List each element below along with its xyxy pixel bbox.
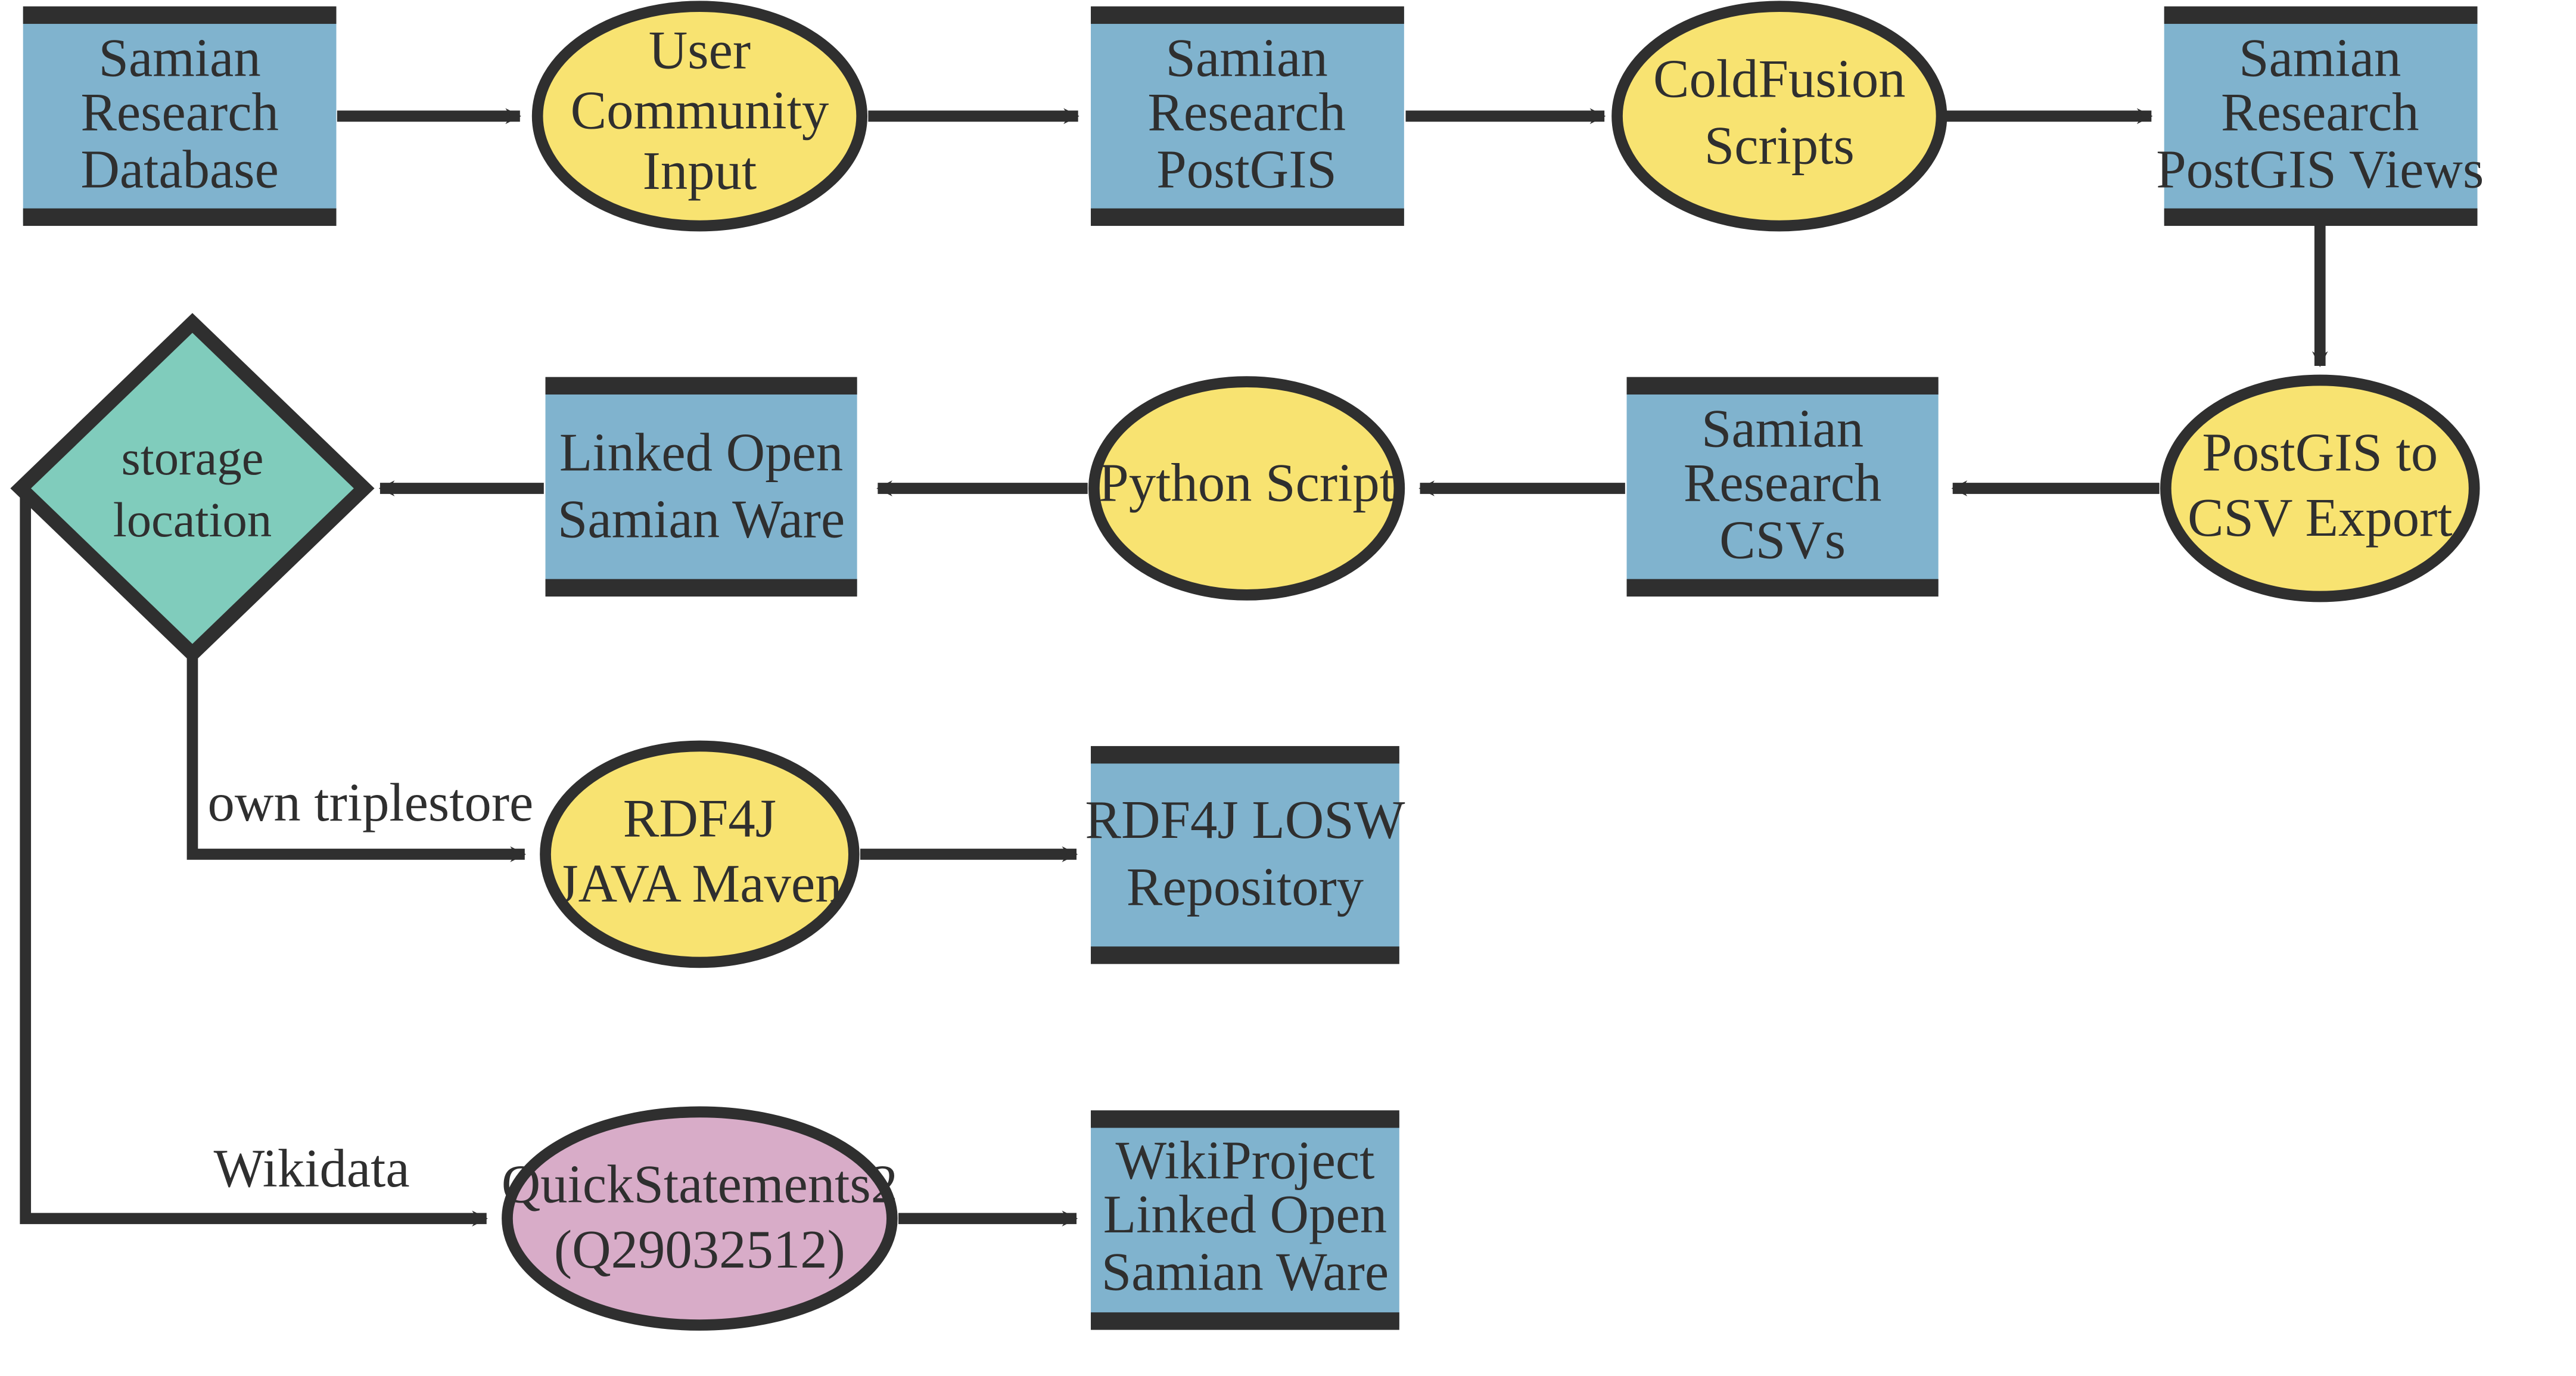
node-coldfusion-scripts[interactable]: ColdFusion Scripts xyxy=(1611,1,1947,232)
node-body xyxy=(540,740,860,968)
node-body xyxy=(1091,749,1399,961)
node-label-line-1: Samian xyxy=(1701,399,1863,459)
node-body xyxy=(1626,380,1939,594)
node-top-rule xyxy=(1091,6,1404,24)
node-label-line-1: Python Script xyxy=(1099,452,1395,512)
node-python-script[interactable]: Python Script xyxy=(1088,376,1405,601)
node-quickstatements2[interactable]: QuickStatements2 (Q29032512) xyxy=(502,1106,898,1331)
edges-layer xyxy=(20,108,2328,1227)
edge-storage-to-rdf4j xyxy=(186,655,526,862)
node-label-line-3: Samian Ware xyxy=(1102,1241,1389,1302)
node-samian-research-postgis[interactable]: Samian Research PostGIS xyxy=(1091,6,1404,226)
node-storage-location[interactable]: storage location xyxy=(10,313,375,664)
node-label-line-2: location xyxy=(113,492,272,547)
node-label-line-3: CSVs xyxy=(1719,510,1846,570)
node-label-line-2: Samian Ware xyxy=(558,489,845,549)
node-body xyxy=(10,313,375,664)
node-bottom-rule xyxy=(2164,208,2478,226)
node-top-rule xyxy=(2164,6,2478,24)
node-body xyxy=(545,380,857,594)
node-label-line-1: Linked Open xyxy=(559,423,843,483)
node-label-line-1: QuickStatements2 xyxy=(502,1154,898,1215)
node-label-line-2: JAVA Maven xyxy=(557,853,842,914)
node-label-line-2: Scripts xyxy=(1704,115,1855,175)
node-top-rule xyxy=(23,6,337,24)
node-top-rule xyxy=(545,377,857,395)
node-bottom-rule xyxy=(1091,1312,1399,1330)
node-bottom-rule xyxy=(1626,579,1939,597)
node-body xyxy=(2164,10,2478,223)
node-label-line-3: Input xyxy=(643,141,757,201)
node-label-line-2: Research xyxy=(80,82,279,142)
node-label-line-1: Samian xyxy=(1165,28,1327,88)
node-label-line-2: Repository xyxy=(1127,856,1364,917)
node-label-line-2: Research xyxy=(2221,82,2419,142)
node-label-line-1: RDF4J xyxy=(623,788,776,849)
node-label-line-1: storage xyxy=(122,430,264,485)
node-samian-research-postgis-views[interactable]: Samian Research PostGIS Views xyxy=(2156,6,2484,226)
node-label-line-2: CSV Export xyxy=(2188,487,2453,548)
node-label-line-3: PostGIS xyxy=(1156,139,1337,199)
node-samian-research-database[interactable]: Samian Research Database xyxy=(23,6,337,226)
node-label-line-1: Samian xyxy=(2239,28,2401,88)
node-label-line-1: ColdFusion xyxy=(1653,48,1906,108)
node-body xyxy=(1091,1113,1399,1327)
node-label-line-3: PostGIS Views xyxy=(2156,139,2484,199)
node-label-line-1: Samian xyxy=(99,28,261,88)
node-label-line-3: Database xyxy=(80,139,279,199)
node-label-line-2: Research xyxy=(1147,82,1346,142)
node-label-line-2: Community xyxy=(571,80,829,141)
edge-labels-layer: own triplestore Wikidata xyxy=(207,772,533,1198)
node-body xyxy=(1088,376,1405,601)
node-label-line-1: PostGIS to xyxy=(2202,423,2438,483)
node-body xyxy=(531,1,868,232)
node-label-line-1: User xyxy=(649,20,751,80)
node-body xyxy=(1611,1,1947,232)
node-label-line-1: RDF4J LOSW xyxy=(1085,790,1405,850)
node-bottom-rule xyxy=(1091,946,1399,964)
node-label-line-2: Linked Open xyxy=(1103,1184,1387,1244)
node-user-community-input[interactable]: User Community Input xyxy=(531,1,868,232)
node-rdf4j-losw-repository[interactable]: RDF4J LOSW Repository xyxy=(1085,746,1405,964)
node-samian-research-csvs[interactable]: Samian Research CSVs xyxy=(1626,377,1939,597)
node-label-line-2: Research xyxy=(1684,452,1882,512)
node-body xyxy=(23,10,337,223)
node-linked-open-samian-ware[interactable]: Linked Open Samian Ware xyxy=(545,377,857,597)
edge-label-own-triplestore: own triplestore xyxy=(207,772,533,833)
node-label-line-2: (Q29032512) xyxy=(554,1219,845,1279)
node-bottom-rule xyxy=(545,579,857,597)
node-top-rule xyxy=(1091,746,1399,764)
node-rdf4j-java-maven[interactable]: RDF4J JAVA Maven xyxy=(540,740,860,968)
node-body xyxy=(502,1106,898,1331)
node-wikiproject-linked-open-samian-ware[interactable]: WikiProject Linked Open Samian Ware xyxy=(1091,1110,1399,1330)
node-body xyxy=(1091,10,1404,223)
node-body xyxy=(2160,374,2480,602)
node-bottom-rule xyxy=(23,208,337,226)
node-postgis-to-csv-export[interactable]: PostGIS to CSV Export xyxy=(2160,374,2480,602)
node-top-rule xyxy=(1626,377,1939,395)
node-top-rule xyxy=(1091,1110,1399,1128)
edge-label-wikidata: Wikidata xyxy=(214,1138,410,1198)
node-bottom-rule xyxy=(1091,208,1404,226)
node-label-line-1: WikiProject xyxy=(1116,1130,1375,1190)
edge-storage-to-quickstatements xyxy=(20,488,488,1227)
